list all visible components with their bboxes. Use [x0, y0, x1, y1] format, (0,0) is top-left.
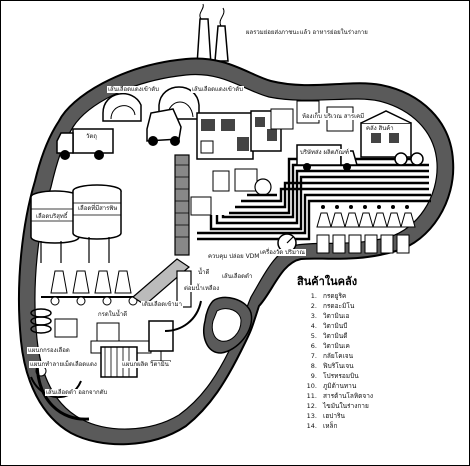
label-waste-truck: วัตถุ	[85, 133, 98, 140]
chimney-group	[196, 3, 229, 66]
label-supply-truck: บริษัทส่ง ผลิตภัณฑ์	[299, 149, 351, 156]
chimney-mid	[214, 25, 229, 62]
legend-item: 4.วิตามินบี	[310, 322, 348, 330]
artery-tunnels	[102, 86, 200, 122]
small-car	[146, 108, 182, 146]
lower-left-machines	[30, 318, 174, 398]
label-artery-entry: เส้นเลือดแดงเข้าตับ	[107, 86, 160, 93]
label-enzyme: เติมเลือดเข้ามา	[141, 301, 183, 308]
legend-item: 8.ฟิบริโนเจน	[310, 362, 354, 370]
label-bile: น้ำดี	[197, 269, 211, 276]
label-storage-top: ห้องเก็บ บริเวณ สารเคมี	[301, 113, 366, 120]
label-vdm-control: ควบคุม ปล่อย VDM	[207, 253, 261, 260]
legend-item: 5.วิตามินดี	[310, 332, 348, 340]
label-dirty-blood: เลือดที่มีสารพิษ	[77, 205, 119, 212]
label-vitamin-fac: แผนกผลิต วิตามิน	[121, 361, 170, 368]
central-column	[174, 154, 190, 256]
bile-duct	[164, 300, 202, 332]
funnel-row	[41, 270, 143, 306]
legend-item: 1.กรดยูริค	[310, 292, 347, 300]
label-protein-bile: กรดในน้ำดี	[97, 311, 129, 318]
label-gauge: เครื่องวัด ปริมาณ	[259, 249, 306, 256]
legend-item: 7.กลัยโคเจน	[310, 352, 354, 360]
legend-item: 11.สารต้านโลหิตจาง	[306, 392, 374, 400]
label-waste-drum: แผนกกรองเลือด	[27, 347, 71, 354]
coil	[30, 308, 52, 334]
label-blood-vessel: เส้นเลือดดำ	[221, 273, 254, 280]
smoke-caption: ผลรวมย่อยส่งภาชนะแล้ว อาหารย่อยในร่างกาย	[245, 29, 369, 36]
legend-list: 1.กรดยูริค 2.กรดอะมิโน 3.วิตามินเอ 4.วิต…	[297, 291, 467, 431]
legend-item: 10.ภูมิต้านทาน	[306, 382, 357, 390]
legend-item: 13.เฮปาริน	[306, 412, 345, 420]
smoke-puff	[199, 3, 225, 27]
legend-title: สินค้าในคลัง	[297, 275, 358, 288]
legend-item: 6.วิตามินเค	[310, 342, 350, 350]
label-blood-exit: เส้นเลือดดำ ออกจากตับ	[45, 389, 109, 396]
label-dead-cell: แผนกทำลายเม็ดเลือดแดง	[29, 361, 98, 368]
legend-item: 9.โปรทรอมบิน	[310, 372, 359, 380]
label-pure-blood: เลือดบริสุทธิ์	[35, 213, 69, 220]
label-warehouse: คลัง สินค้า	[365, 125, 395, 132]
warehouse-legend: สินค้าในคลัง 1.กรดยูริค 2.กรดอะมิโน 3.วิ…	[297, 275, 467, 431]
legend-item: 3.วิตามินเอ	[310, 312, 350, 320]
label-gland: ต่อมน้ำเหลือง	[183, 285, 221, 292]
warehouse-shelf-marks	[321, 205, 409, 209]
legend-item: 12.ไขมันในร่างกาย	[306, 402, 369, 410]
warehouse-flasks	[316, 212, 416, 254]
exit-tube	[35, 360, 90, 421]
waste-truck	[56, 128, 114, 160]
legend-item: 14.เหล็ก	[306, 422, 338, 430]
label-artery-top: เส้นเลือดแดงเข้าตับ	[191, 86, 244, 93]
blood-tanks	[30, 184, 122, 263]
legend-item: 2.กรดอะมิโน	[310, 302, 355, 310]
